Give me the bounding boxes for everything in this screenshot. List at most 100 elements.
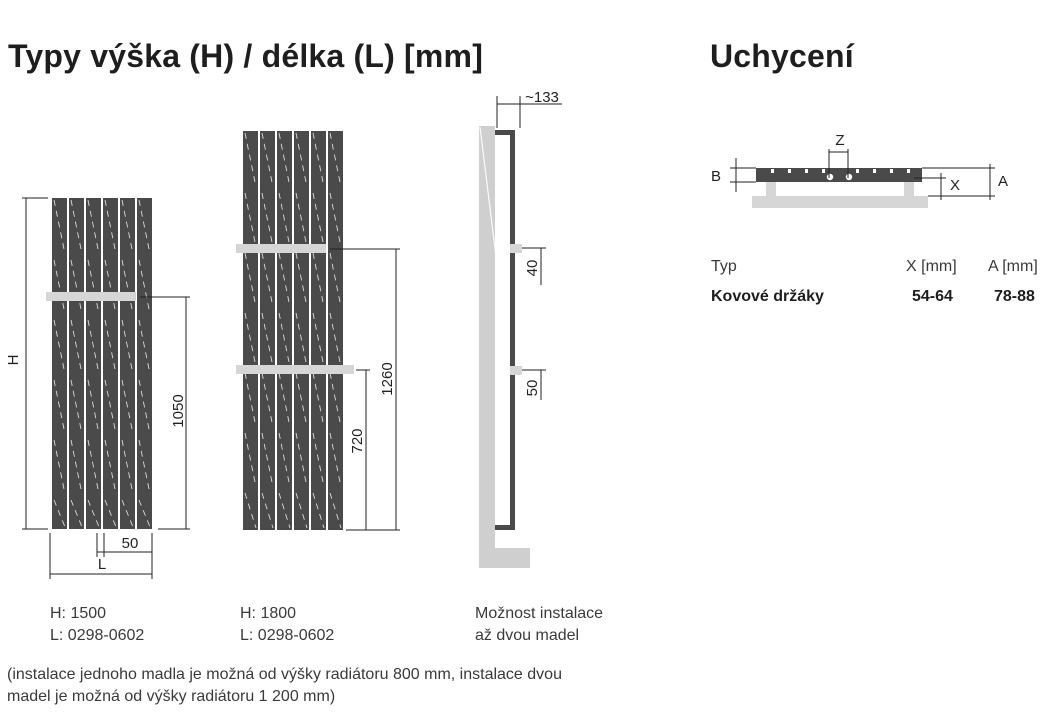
radiator-1500-tube-twist — [53, 379, 66, 435]
installation-note-line-1: (instalace jednoho madla je možná od výš… — [7, 666, 562, 683]
radiator-1800-tube-twist — [312, 312, 325, 368]
label-z: Z — [835, 132, 844, 149]
radiator-1800-tube-twist — [312, 252, 325, 308]
handle-dim-50: 50 — [524, 380, 541, 397]
radiator-1800-caption: H: 1800 L: 0298-0602 — [240, 603, 334, 647]
radiator-1800-handle-lower — [236, 365, 354, 374]
radiator-1500-tube-twist — [70, 319, 83, 375]
side-view-handle-lower — [510, 366, 522, 375]
handle-dim-40: 40 — [524, 260, 541, 277]
radiator-1800-tube-twist — [329, 372, 342, 428]
radiator-1500-tube-twist — [104, 259, 117, 315]
label-a: A — [998, 173, 1008, 190]
radiator-1800-tube-twist — [329, 252, 342, 308]
radiator-1800-tube-twist — [244, 432, 257, 488]
radiator-1800-tube-twist — [312, 132, 325, 188]
mount-wall — [752, 196, 928, 208]
caption-length-1500: L: 0298-0602 — [50, 627, 145, 644]
radiator-1800-tube — [311, 131, 326, 530]
side-view-caption: Možnost instalace až dvou madel — [475, 603, 603, 647]
radiator-1800-handle-upper — [236, 244, 326, 253]
radiator-1800-tube-twist — [329, 432, 342, 488]
radiator-1800-tube-twist — [295, 372, 308, 428]
radiator-1800-tubes — [243, 131, 343, 530]
radiator-1800-tube-twist — [295, 432, 308, 488]
side-view-radiator-bar — [510, 134, 515, 528]
radiator-1500-tube-twist — [121, 199, 134, 255]
radiator-1800-tube-twist — [244, 132, 257, 188]
radiator-1500-tube-twist — [104, 319, 117, 375]
radiator-1500-tube-twist — [70, 499, 83, 528]
radiator-1500-tubes — [52, 198, 152, 529]
radiator-1800-tube-twist — [312, 372, 325, 428]
radiator-1500-tube-twist — [104, 199, 117, 255]
radiator-1500-tube-twist — [53, 199, 66, 255]
installation-note: (instalace jednoho madla je možná od výš… — [7, 664, 647, 708]
radiator-1500-tube-twist — [70, 199, 83, 255]
table-cell-type: Kovové držáky — [711, 288, 824, 305]
wall-section — [479, 126, 495, 568]
radiator-1800-tube-twist — [329, 132, 342, 188]
radiator-1800-tube-twist — [278, 432, 291, 488]
radiator-1800-tube — [260, 131, 275, 530]
radiator-1500-tube-twist — [138, 439, 151, 495]
radiator-1800-tube-twist — [244, 252, 257, 308]
radiator-1800-tube-twist — [278, 252, 291, 308]
radiator-1500-tube-twist — [53, 259, 66, 315]
radiator-1800-tube-twist — [295, 192, 308, 248]
label-b: B — [711, 168, 721, 185]
radiator-1800-tube-twist — [261, 432, 274, 488]
depth-133: ~133 — [525, 89, 559, 106]
spacing-50: 50 — [122, 535, 139, 552]
radiator-1800-tube-twist — [295, 312, 308, 368]
radiator-1500-tube-twist — [121, 319, 134, 375]
radiator-1500-tube — [103, 198, 118, 529]
radiator-1800-drawing: 1260 720 — [236, 131, 400, 531]
radiator-1500-tube — [69, 198, 84, 529]
radiator-1500-tube-twist — [87, 439, 100, 495]
radiator-1500-tube-twist — [87, 319, 100, 375]
radiator-1500-tube-twist — [121, 379, 134, 435]
mount-bracket-left — [766, 180, 776, 196]
radiator-1500-drawing: H 1050 L 50 — [5, 197, 190, 579]
radiator-1800-tube-twist — [261, 132, 274, 188]
table-header-type: Typ — [711, 258, 737, 275]
radiator-1500-tube-twist — [87, 199, 100, 255]
radiator-1800-tube-twist — [261, 312, 274, 368]
radiator-1500-tube — [52, 198, 67, 529]
radiator-1500-tube-twist — [121, 259, 134, 315]
caption-length-1800: L: 0298-0602 — [240, 627, 335, 644]
radiator-1500-tube-twist — [70, 259, 83, 315]
radiator-1500-tube-twist — [138, 499, 151, 528]
side-view-drawing: ~133 40 50 — [479, 89, 562, 568]
radiator-1500-tube — [86, 198, 101, 529]
radiator-1800-tube-twist — [278, 312, 291, 368]
side-view-caption-line-1: Možnost instalace — [475, 605, 604, 622]
radiator-1500-tube-twist — [53, 439, 66, 495]
table-header-x: X [mm] — [906, 258, 957, 275]
radiator-1500-tube-twist — [138, 259, 151, 315]
radiator-1800-tube-twist — [244, 312, 257, 368]
handle-height-720: 720 — [349, 428, 366, 453]
mount-bracket-right — [904, 180, 914, 196]
radiator-1500-tube-twist — [70, 439, 83, 495]
radiator-1800-tube-twist — [312, 432, 325, 488]
height-symbol: H — [5, 355, 22, 366]
radiator-1500-tube-twist — [138, 199, 151, 255]
radiator-1500-tube-twist — [87, 259, 100, 315]
radiator-1500-tube-twist — [104, 379, 117, 435]
radiator-1800-tube-twist — [329, 312, 342, 368]
radiator-1800-tube-twist — [261, 252, 274, 308]
radiator-1500-handle — [46, 292, 136, 301]
types-heading: Typy výška (H) / délka (L) [mm] — [8, 38, 484, 74]
radiator-1800-tube — [243, 131, 258, 530]
radiator-1500-tube-twist — [121, 439, 134, 495]
radiator-1800-tube-twist — [278, 132, 291, 188]
radiator-1500-caption: H: 1500 L: 0298-0602 — [50, 603, 144, 647]
radiator-1500-tube-twist — [104, 439, 117, 495]
handle-height-1050: 1050 — [170, 394, 187, 427]
radiator-1800-tube-twist — [278, 192, 291, 248]
radiator-1800-tube — [328, 131, 343, 530]
caption-height-1800: H: 1800 — [240, 605, 297, 622]
radiator-1800-tube-twist — [312, 192, 325, 248]
